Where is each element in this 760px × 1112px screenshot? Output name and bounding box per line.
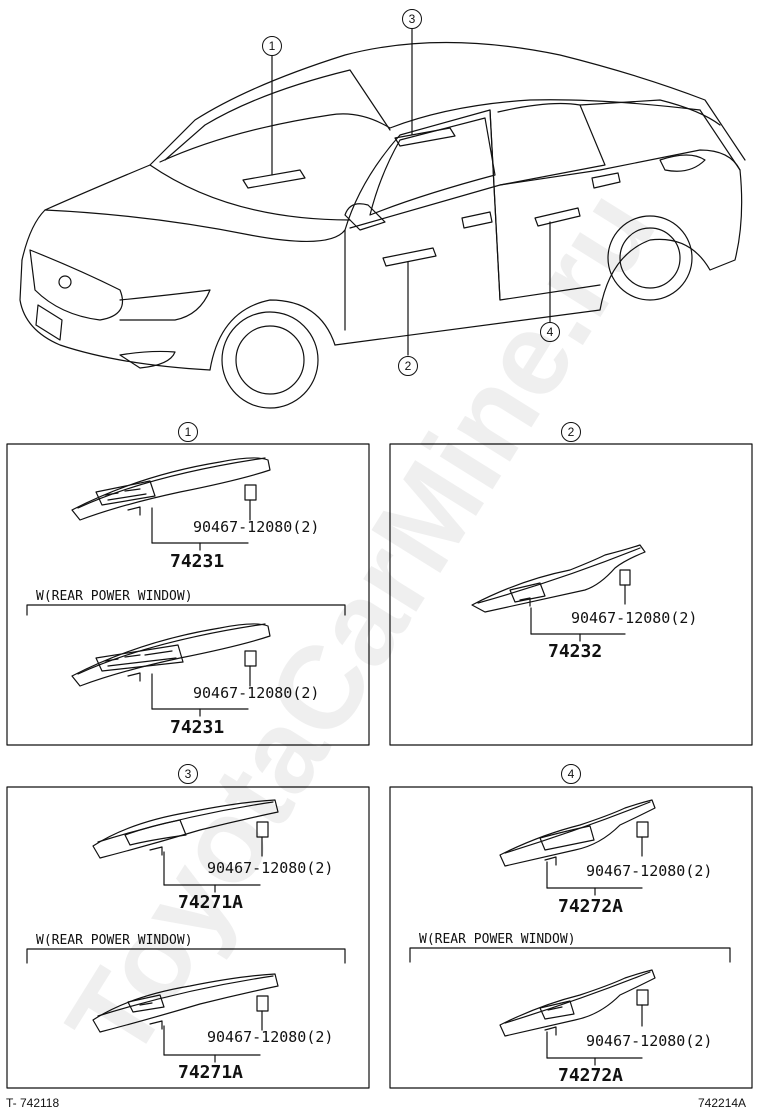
figure-code-left: T- 742118 — [6, 1096, 60, 1110]
panel-3-variant-bracket — [26, 948, 346, 964]
switch-74231-b — [71, 623, 271, 717]
variant-label: W(REAR POWER WINDOW) — [34, 589, 195, 604]
switch-74231-a — [71, 457, 271, 551]
part-number-74271a: 74271A — [178, 1062, 244, 1083]
switch-74272a-a — [499, 799, 656, 896]
clip-part-number: 90467-12080(2) — [586, 862, 713, 880]
clip-part-number: 90467-12080(2) — [193, 518, 320, 536]
variant-label: W(REAR POWER WINDOW) — [34, 933, 195, 948]
part-number-74232: 74232 — [548, 641, 603, 662]
switch-74232 — [471, 544, 646, 642]
panel-2-frame — [389, 443, 753, 746]
callout-2-car: 2 — [398, 356, 418, 376]
switch-74271a-b — [92, 973, 279, 1063]
switch-74271a-a — [92, 799, 279, 893]
panel-1-frame — [6, 443, 370, 746]
callout-1-car: 1 — [262, 36, 282, 56]
figure-code-right: 742214A — [698, 1096, 747, 1110]
panel-3-frame — [6, 786, 370, 1089]
panel-1-variant-bracket — [26, 604, 346, 616]
panel-2-index: 2 — [561, 422, 581, 442]
clip-part-number: 90467-12080(2) — [571, 609, 698, 627]
panel-4-variant-bracket — [409, 947, 731, 963]
callout-4-car: 4 — [540, 322, 560, 342]
clip-part-number: 90467-12080(2) — [207, 859, 334, 877]
part-number-74231: 74231 — [170, 717, 225, 738]
panel-1-index: 1 — [178, 422, 198, 442]
part-number-74231: 74231 — [170, 551, 225, 572]
switch-74272a-b — [499, 969, 656, 1066]
panel-3-index: 3 — [178, 764, 198, 784]
clip-part-number: 90467-12080(2) — [586, 1032, 713, 1050]
part-number-74272a: 74272A — [558, 896, 624, 917]
clip-part-number: 90467-12080(2) — [193, 684, 320, 702]
variant-label: W(REAR POWER WINDOW) — [417, 932, 578, 947]
car-illustration — [19, 41, 746, 409]
panel-4-index: 4 — [561, 764, 581, 784]
part-number-74272a: 74272A — [558, 1065, 624, 1086]
callout-leaders — [271, 28, 551, 356]
callout-3-car: 3 — [402, 9, 422, 29]
clip-part-number: 90467-12080(2) — [207, 1028, 334, 1046]
part-number-74271a: 74271A — [178, 892, 244, 913]
panel-4-frame — [389, 786, 753, 1089]
